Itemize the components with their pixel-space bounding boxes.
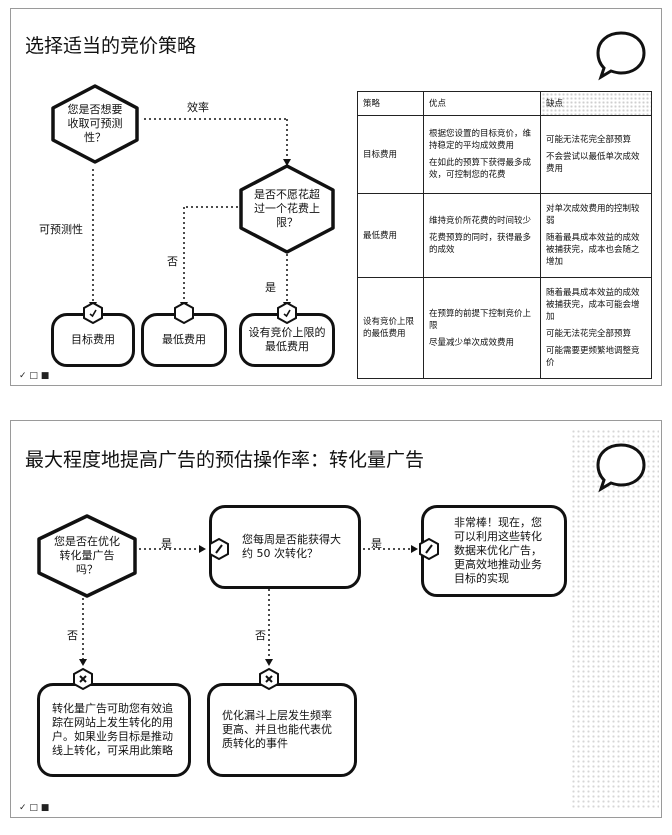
check-marker-icon — [81, 301, 105, 325]
strategy-cons: 对单次成效费用的控制较弱 随着最具成本效益的成效被捕获完，成本也会随之增加 — [540, 193, 652, 278]
label-predictable: 可预测性 — [39, 223, 83, 236]
label-no: 否 — [67, 629, 78, 642]
strategy-comparison-table: 策略 优点 缺点 目标费用 根据您设置的目标竞价，维持稳定的平均成效费用 在如此… — [357, 91, 652, 379]
dotted-background — [571, 429, 659, 809]
slide-title: 最大程度地提高广告的预估操作率：转化量广告 — [25, 449, 425, 471]
check-marker-icon — [275, 301, 299, 325]
label-efficiency: 效率 — [187, 101, 209, 114]
decision-cost-cap: 是否不愿花超过一个花费上限？ — [237, 163, 337, 255]
table-row: 目标费用 根据您设置的目标竞价，维持稳定的平均成效费用 在如此的预算下获得最多成… — [357, 115, 652, 194]
label-yes: 是 — [265, 281, 276, 294]
check-marker-icon — [207, 537, 231, 561]
slide-footer: ✓ □ ■ — [19, 371, 50, 381]
decision-text: 您是否在优化转化量广告吗？ — [54, 535, 120, 576]
label-yes: 是 — [161, 537, 172, 550]
flow-connectors — [79, 545, 418, 666]
strategy-name: 设有竞价上限的最低费用 — [357, 277, 424, 379]
decision-text: 是否不愿花超过一个花费上限？ — [254, 188, 320, 229]
strategy-cons: 可能无法花完全部预算 不会尝试以最低单次成效费用 — [540, 115, 652, 194]
slide-conversion-ads: 最大程度地提高广告的预估操作率：转化量广告 您是否在优化转化量广告吗？ 是 是 … — [10, 420, 662, 818]
slide-footer: ✓ □ ■ — [19, 803, 50, 813]
strategy-pros: 根据您设置的目标竞价，维持稳定的平均成效费用 在如此的预算下获得最多成效，可控制… — [423, 115, 541, 194]
check-marker-icon — [172, 301, 196, 325]
question-50-conversions: 您每周是否能获得大约 50 次转化？ — [209, 505, 361, 589]
result-great: 非常棒！现在，您可以利用这些转化数据来优化广告，更高效地推动业务目标的实现 — [421, 505, 567, 597]
strategy-pros: 维持竞价所花费的时间较少 花费预算的同时，获得最多的成效 — [423, 193, 541, 278]
label-yes: 是 — [371, 537, 382, 550]
result-conversion-ads: 转化量广告可助您有效追踪在网站上发生转化的用户。如果业务目标是推动线上转化，可采… — [37, 683, 191, 777]
table-row: 最低费用 维持竞价所花费的时间较少 花费预算的同时，获得最多的成效 对单次成效费… — [357, 193, 652, 278]
table-header-pros: 优点 — [423, 91, 541, 116]
result-optimize-upper-funnel: 优化漏斗上层发生频率更高、并且也能代表优质转化的事件 — [207, 683, 357, 777]
table-header-strategy: 策略 — [357, 91, 424, 116]
cross-marker-icon — [71, 667, 95, 691]
strategy-name: 最低费用 — [357, 193, 424, 278]
decision-optimize-conversions: 您是否在优化转化量广告吗？ — [35, 513, 139, 599]
check-marker-icon — [417, 537, 441, 561]
speech-bubble-icon — [593, 27, 649, 83]
slide-bid-strategy: 选择适当的竞价策略 您是否想要收取可预测性？ 效率 可预测性 是否不愿花超过一 — [10, 8, 662, 386]
decision-predictability: 您是否想要收取可预测性？ — [49, 83, 141, 165]
table-row: 设有竞价上限的最低费用 在预算的前提下控制竞价上限 尽量减少单次成效费用 随着最… — [357, 277, 652, 379]
decision-text: 您是否想要收取可预测性？ — [67, 103, 123, 144]
cross-marker-icon — [257, 667, 281, 691]
speech-bubble-icon — [593, 439, 649, 495]
label-no: 否 — [167, 255, 178, 268]
table-header-cons: 缺点 — [540, 91, 652, 116]
slide-title: 选择适当的竞价策略 — [25, 35, 197, 57]
strategy-cons: 随着最具成本效益的成效被捕获完，成本可能会增加 可能无法花完全部预算 可能需要更… — [540, 277, 652, 379]
strategy-pros: 在预算的前提下控制竞价上限 尽量减少单次成效费用 — [423, 277, 541, 379]
label-no: 否 — [255, 629, 266, 642]
strategy-name: 目标费用 — [357, 115, 424, 194]
